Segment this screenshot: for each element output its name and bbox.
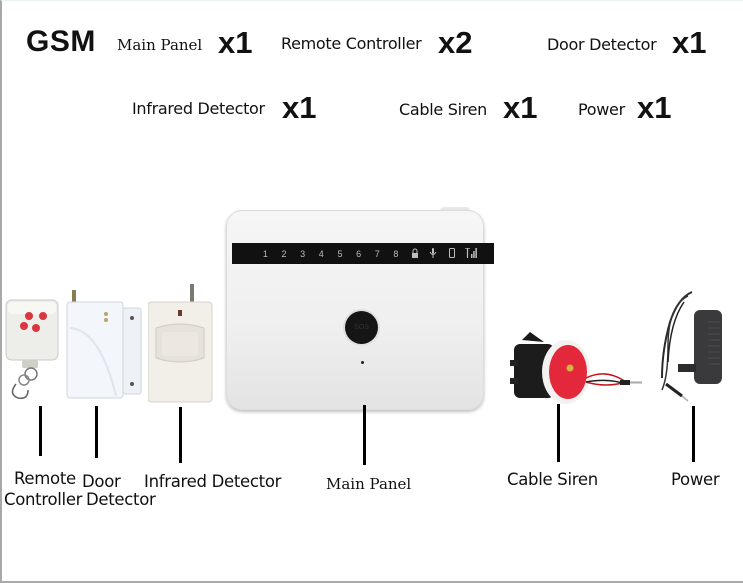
content-label-cable-siren: Cable Siren xyxy=(399,100,488,119)
cable-siren-image xyxy=(510,332,642,404)
content-qty-door-detector: x1 xyxy=(672,25,707,60)
label-power: Power xyxy=(671,470,720,489)
content-label-door-detector: Door Detector xyxy=(547,35,657,54)
zone-indicator: 1 xyxy=(262,248,268,259)
signal-icon xyxy=(464,246,478,260)
remote-controller-image xyxy=(5,299,59,400)
label-main-panel: Main Panel xyxy=(326,475,412,493)
label-door-line2: Detector xyxy=(86,490,156,509)
leader-line-remote xyxy=(39,406,42,456)
power-adapter-image xyxy=(661,291,722,402)
remote-button-icon xyxy=(20,322,28,330)
door-detector-image xyxy=(66,290,142,399)
label-remote-line2: Controller xyxy=(4,490,83,509)
content-qty-main-panel: x1 xyxy=(218,25,253,60)
label-door-line1: Door xyxy=(82,472,121,491)
content-label-main-panel: Main Panel xyxy=(117,36,203,54)
label-remote-line1: Remote xyxy=(14,469,76,488)
sos-button[interactable]: SOS xyxy=(345,311,378,344)
zone-indicator: 3 xyxy=(300,248,306,259)
leader-line-door xyxy=(95,406,98,458)
zone-indicator: 4 xyxy=(318,248,324,259)
microphone-icon xyxy=(426,247,440,260)
content-qty-infrared-detector: x1 xyxy=(282,90,317,125)
remote-button-icon xyxy=(39,312,47,320)
content-qty-power: x1 xyxy=(637,90,672,125)
lock-icon xyxy=(408,248,422,260)
main-panel-image xyxy=(226,210,484,410)
content-qty-remote-controller: x2 xyxy=(438,25,473,60)
leader-line-main-panel xyxy=(363,405,366,465)
label-infrared-detector: Infrared Detector xyxy=(144,472,282,491)
leader-line-power xyxy=(692,406,695,462)
infrared-detector-image xyxy=(148,284,213,403)
zone-indicator: 8 xyxy=(393,248,399,259)
label-cable-siren: Cable Siren xyxy=(507,470,598,489)
content-label-power: Power xyxy=(578,100,625,119)
remote-button-icon xyxy=(25,312,33,320)
content-label-infrared-detector: Infrared Detector xyxy=(132,99,265,118)
zone-indicator: 7 xyxy=(374,248,380,259)
zone-indicator: 5 xyxy=(337,248,343,259)
content-qty-cable-siren: x1 xyxy=(503,90,538,125)
microphone-hole xyxy=(361,361,364,364)
remote-button-icon xyxy=(32,324,40,332)
phone-icon xyxy=(445,247,459,260)
leader-line-siren xyxy=(557,404,560,462)
content-label-remote-controller: Remote Controller xyxy=(281,34,422,53)
leader-line-infrared xyxy=(179,407,182,463)
brand-title: GSM xyxy=(26,25,96,58)
zone-indicator: 6 xyxy=(356,248,362,259)
zone-indicator: 2 xyxy=(281,248,287,259)
zone-indicator-strip: 1 2 3 4 5 6 7 8 xyxy=(232,243,494,264)
